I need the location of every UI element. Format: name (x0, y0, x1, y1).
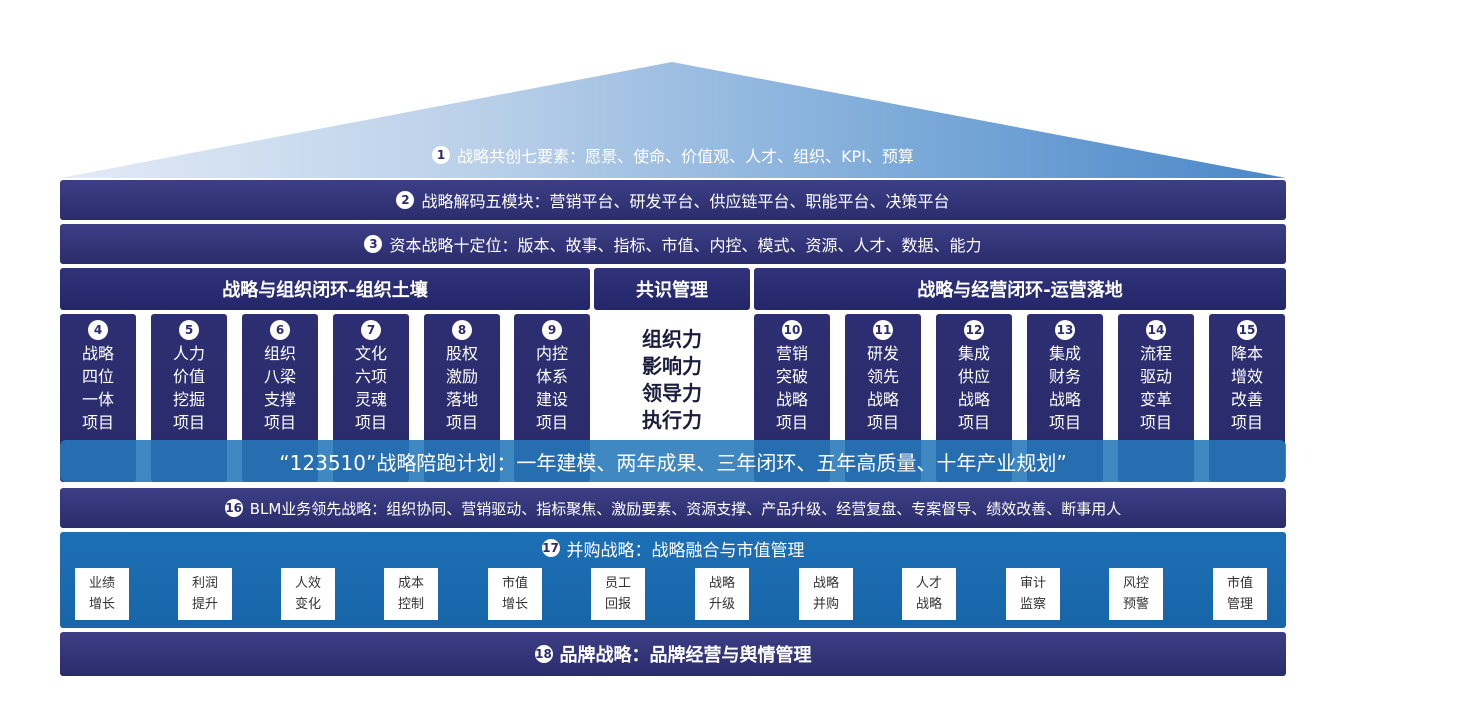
band-strategy-decoding: 2 战略解码五模块：营销平台、研发平台、供应链平台、职能平台、决策平台 (60, 180, 1286, 220)
number-badge: 6 (270, 320, 290, 340)
ma-box: 战略升级 (695, 568, 749, 620)
number-badge: 12 (964, 320, 984, 340)
number-badge: 13 (1055, 320, 1075, 340)
band-brand-strategy: 18 品牌战略：品牌经营与舆情管理 (60, 632, 1286, 676)
ma-box: 员工回报 (591, 568, 645, 620)
number-badge: 18 (534, 645, 553, 663)
ma-box: 战略并购 (799, 568, 853, 620)
pillar-text: 文化六项灵魂项目 (354, 344, 387, 432)
band-text: 品牌战略：品牌经营与舆情管理 (559, 645, 812, 666)
pillar-text: 降本增效改善项目 (1230, 344, 1263, 432)
ma-box-text: 成本控制 (397, 576, 424, 612)
ma-box-text: 市值增长 (501, 576, 528, 612)
number-badge: 10 (782, 320, 802, 340)
pillar-text: 股权激励落地项目 (445, 344, 478, 432)
pillar-text: 集成供应战略项目 (957, 344, 990, 432)
pillar-text: 战略四位一体项目 (81, 344, 114, 432)
ma-title-text: 并购战略：战略融合与市值管理 (566, 540, 805, 561)
ma-box-text: 市值管理 (1226, 576, 1253, 612)
number-badge: 16 (224, 499, 243, 517)
pillar-text: 人力价值挖掘项目 (172, 344, 205, 432)
band-capital-strategy: 3 资本战略十定位：版本、故事、指标、市值、内控、模式、资源、人才、数据、能力 (60, 224, 1286, 264)
ma-box-text: 战略并购 (812, 576, 839, 612)
pillar-text: 流程驱动变革项目 (1139, 344, 1172, 432)
ma-box: 成本控制 (384, 568, 438, 620)
number-badge: 17 (541, 539, 560, 557)
roof-label: 1 战略共创七要素：愿景、使命、价值观、人才、组织、KPI、预算 (60, 140, 1286, 170)
band-text: 战略解码五模块：营销平台、研发平台、供应链平台、职能平台、决策平台 (421, 192, 950, 211)
plan-banner: “123510”战略陪跑计划：一年建模、两年成果、三年闭环、五年高质量、十年产业… (60, 440, 1286, 482)
roof-text: 战略共创七要素：愿景、使命、价值观、人才、组织、KPI、预算 (457, 147, 914, 166)
ma-box-text: 人效变化 (294, 576, 321, 612)
number-badge: 15 (1237, 320, 1257, 340)
number-badge: 14 (1146, 320, 1166, 340)
pillar-text: 研发领先战略项目 (866, 344, 899, 432)
ma-box-text: 人才战略 (915, 576, 942, 612)
band-text: BLM业务领先战略：组织协同、营销驱动、指标聚焦、激励要素、资源支撑、产品升级、… (249, 499, 1122, 518)
band-ma-strategy (60, 532, 1286, 628)
number-badge: 5 (179, 320, 199, 340)
header-right: 战略与经营闭环-运营落地 (754, 268, 1286, 310)
pillar-text: 营销突破战略项目 (775, 344, 808, 432)
ma-box-text: 审计监察 (1019, 576, 1046, 612)
ma-box-text: 利润提升 (191, 576, 218, 612)
number-badge: 1 (432, 146, 451, 164)
ma-box: 人效变化 (281, 568, 335, 620)
ma-box-text: 战略升级 (708, 576, 735, 612)
ma-title: 17 并购战略：战略融合与市值管理 (60, 534, 1286, 562)
ma-box: 风控预警 (1109, 568, 1163, 620)
roof-triangle (60, 62, 1286, 178)
number-badge: 2 (396, 191, 415, 209)
number-badge: 3 (364, 235, 383, 253)
pillar-text: 集成财务战略项目 (1048, 344, 1081, 432)
ma-box-text: 风控预警 (1122, 576, 1149, 612)
pillar-text: 内控体系建设项目 (535, 344, 568, 432)
header-left: 战略与组织闭环-组织土壤 (60, 268, 590, 310)
ma-box: 审计监察 (1006, 568, 1060, 620)
header-center: 共识管理 (594, 268, 750, 310)
number-badge: 11 (873, 320, 893, 340)
ma-box: 业绩增长 (75, 568, 129, 620)
number-badge: 8 (452, 320, 472, 340)
band-text: 资本战略十定位：版本、故事、指标、市值、内控、模式、资源、人才、数据、能力 (389, 236, 982, 255)
ma-box-text: 业绩增长 (88, 576, 115, 612)
ma-box: 人才战略 (902, 568, 956, 620)
ma-box-text: 员工回报 (604, 576, 631, 612)
band-blm-strategy: 16 BLM业务领先战略：组织协同、营销驱动、指标聚焦、激励要素、资源支撑、产品… (60, 488, 1286, 528)
ma-box: 市值管理 (1213, 568, 1267, 620)
center-text: 组织力影响力领导力执行力 (642, 327, 702, 432)
number-badge: 7 (361, 320, 381, 340)
ma-box: 利润提升 (178, 568, 232, 620)
number-badge: 9 (542, 320, 562, 340)
pillar-text: 组织八梁支撑项目 (263, 344, 296, 432)
number-badge: 4 (88, 320, 108, 340)
ma-box: 市值增长 (488, 568, 542, 620)
